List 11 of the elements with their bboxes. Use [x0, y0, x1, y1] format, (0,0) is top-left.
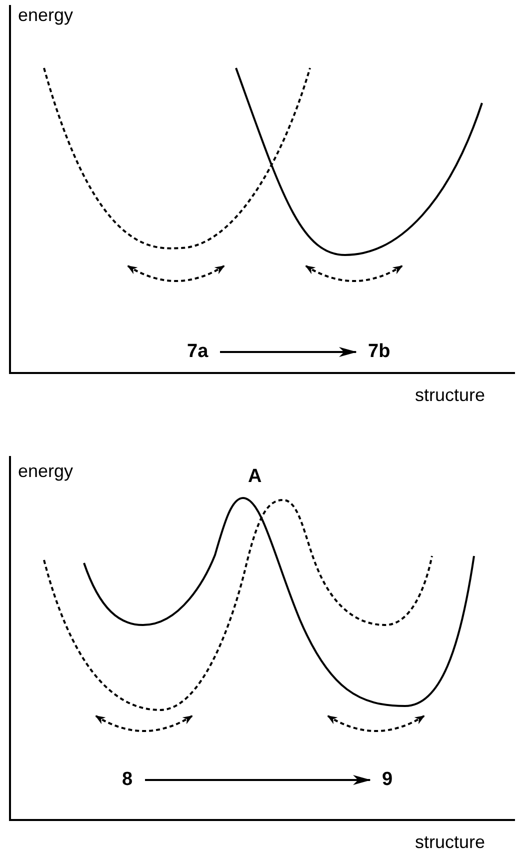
- species-label: 7b: [368, 342, 390, 362]
- axis-label: energy: [18, 461, 74, 481]
- reaction-arrow: [145, 775, 371, 785]
- axis-label: structure: [415, 832, 486, 852]
- point-label: A: [248, 467, 262, 487]
- species-label: 7a: [187, 342, 208, 362]
- axis-label: structure: [415, 385, 486, 405]
- species-label: 8: [122, 770, 133, 790]
- axis-label: energy: [18, 5, 74, 25]
- reaction-arrow: [220, 347, 357, 357]
- species-label: 9: [382, 770, 393, 790]
